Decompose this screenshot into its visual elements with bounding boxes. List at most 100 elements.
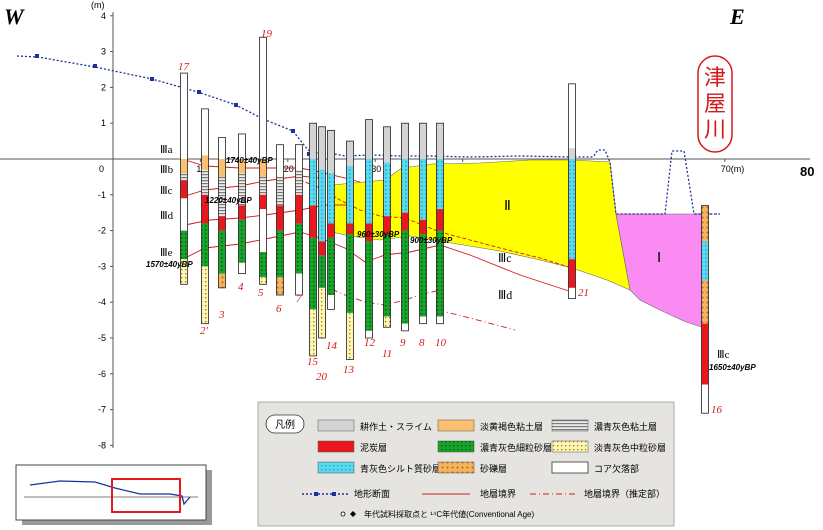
- borehole-core: [295, 144, 303, 296]
- legend-item-core-loss: コア欠落部: [594, 463, 639, 474]
- core-layer: [401, 159, 409, 213]
- core-layer: [327, 173, 335, 224]
- core-layer: [238, 262, 246, 274]
- core-layer: [327, 295, 335, 310]
- borehole-labels: 17 19 2' 3 4 5 6 7 15 20 14 13 12 11 9 8…: [178, 28, 723, 416]
- terrain-profile-line: [16, 55, 720, 215]
- borehole-core: [276, 144, 284, 296]
- core-layer: [201, 223, 209, 267]
- y-tick-label: -3: [98, 261, 106, 271]
- core-layer: [701, 384, 709, 414]
- borehole-core: [401, 122, 409, 332]
- borehole-core: [259, 36, 267, 285]
- legend-title: 凡例: [275, 418, 295, 431]
- core-layer: [295, 273, 303, 296]
- age-labels: 1740±40yBP 1220±40yBP 1570±40yBP 960±30y…: [146, 156, 756, 372]
- y-tick-label: 3: [101, 47, 106, 57]
- legend-item-boundary-inferred: 地層境界（推定部）: [584, 488, 665, 499]
- borehole-label-11: 11: [382, 348, 392, 360]
- core-outline: [346, 140, 354, 360]
- legend-item-terrain: 地形断面: [354, 488, 390, 499]
- core-layer: [365, 119, 373, 159]
- core-outline: [568, 83, 576, 300]
- legend: 凡例 耕作土・スライム 淡黄褐色粘土層 濃青灰色粘土層 泥炭層 濃青灰色細粒砂層…: [257, 401, 675, 527]
- unit-label-IIIe: Ⅲe: [160, 247, 173, 259]
- core-layer: [401, 230, 409, 324]
- core-layer: [436, 316, 444, 324]
- core-layer: [295, 144, 303, 170]
- borehole-core: [180, 72, 188, 285]
- legend-title-frame: [265, 414, 305, 434]
- core-layer: [259, 37, 267, 159]
- core-layer: [383, 316, 391, 328]
- core-outline: [419, 122, 427, 325]
- x-tick-label: 0: [99, 164, 104, 174]
- borehole-core: [238, 133, 246, 274]
- core-layer: [218, 230, 226, 274]
- core-layer: [180, 198, 188, 231]
- y-tick-label: -2: [98, 226, 106, 236]
- age-label-1650: 1650±40yBP: [709, 363, 756, 372]
- core-layer: [346, 234, 354, 313]
- age-label-1740: 1740±40yBP: [226, 156, 273, 165]
- borehole-core: [309, 122, 317, 357]
- core-layer: [201, 169, 209, 195]
- core-layer: [701, 205, 709, 242]
- legend-footnote: 年代試料採取点と ¹⁴C年代値(Conventional Age): [364, 509, 534, 519]
- unit-label-IIId-mid: Ⅲd: [498, 288, 512, 302]
- core-layer: [309, 237, 317, 310]
- core-layer: [401, 212, 409, 231]
- borehole-label-16: 16: [711, 404, 723, 416]
- borehole-label-2p: 2': [200, 325, 209, 337]
- core-layer: [419, 234, 427, 317]
- river-char-2: 屋: [704, 91, 726, 116]
- core-layer: [365, 223, 373, 242]
- legend-item-medium-sand: 淡青灰色中粒砂層: [594, 442, 666, 453]
- core-layer: [180, 180, 188, 199]
- core-layer: [346, 312, 354, 360]
- core-layer: [419, 159, 427, 220]
- core-layer: [309, 309, 317, 356]
- core-layer: [309, 205, 317, 238]
- core-layer: [365, 159, 373, 224]
- core-outline: [701, 205, 709, 414]
- borehole-label-13: 13: [343, 364, 355, 376]
- y-tick-label: 1: [101, 118, 106, 128]
- core-layer: [419, 219, 427, 235]
- legend-item-gravel: 砂礫層: [480, 463, 507, 474]
- sample-point-marker-solid: [350, 511, 356, 517]
- core-layer: [318, 169, 326, 242]
- borehole-core: [365, 119, 373, 339]
- x-tick-label: 30: [371, 164, 381, 174]
- legend-item-boundary: 地層境界: [480, 488, 516, 499]
- borehole-label-9: 9: [400, 337, 406, 349]
- sample-point-marker-hollow: [340, 511, 346, 517]
- age-label-900: 900±30yBP: [410, 236, 453, 245]
- core-layer: [318, 255, 326, 288]
- core-layer: [365, 330, 373, 338]
- borehole-cores: [180, 36, 709, 414]
- core-layer: [436, 209, 444, 231]
- core-layer: [295, 223, 303, 274]
- core-layer: [568, 159, 576, 260]
- borehole-label-4: 4: [238, 281, 244, 293]
- unit-label-IIId: Ⅲd: [160, 210, 174, 222]
- core-layer: [218, 137, 226, 159]
- river-label: 津 屋 川: [697, 55, 733, 153]
- core-layer: [180, 73, 188, 159]
- y-tick-label: 4: [101, 11, 106, 21]
- core-layer: [259, 277, 267, 285]
- core-layer: [383, 234, 391, 317]
- unit-label-IIIb: Ⅲb: [160, 164, 174, 176]
- core-outline: [318, 126, 326, 339]
- river-char-1: 津: [704, 65, 726, 90]
- core-layer: [568, 287, 576, 299]
- core-outline: [218, 137, 226, 289]
- core-layer: [365, 241, 373, 331]
- borehole-core: [436, 122, 444, 325]
- core-layer: [401, 123, 409, 159]
- borehole-core: [201, 108, 209, 325]
- core-layer: [568, 83, 576, 149]
- core-outline: [238, 133, 246, 274]
